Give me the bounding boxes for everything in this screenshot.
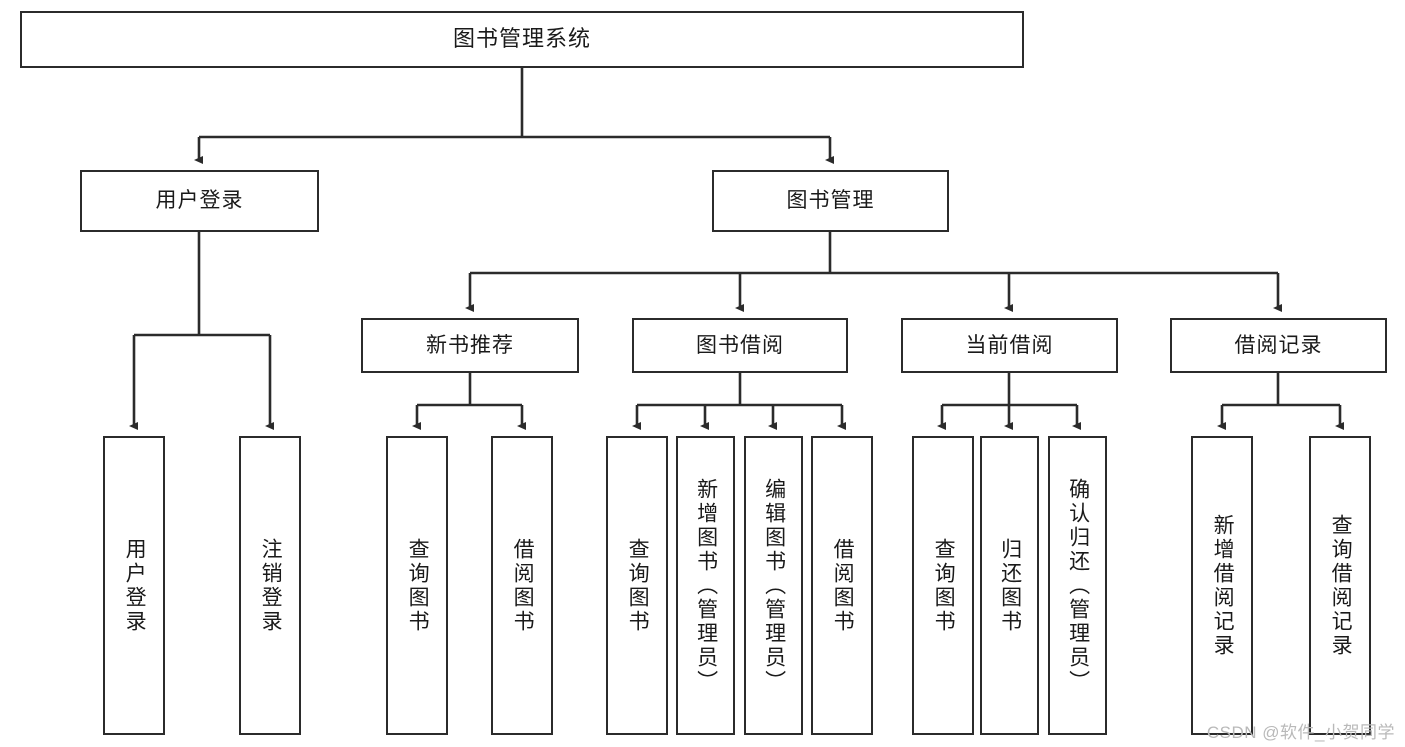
csdn-watermark: CSDN @软件_小贺同学: [1206, 723, 1395, 742]
node-current-borrow-label: 当前借阅: [965, 333, 1054, 357]
node-leaf-recommend-query-book[interactable]: 查询图书: [386, 436, 448, 735]
node-book-management-label: 图书管理: [786, 189, 875, 213]
node-user-login-label: 用户登录: [155, 189, 244, 213]
node-leaf-recommend-borrow-book-label: 借阅图书: [511, 537, 535, 634]
node-new-book-recommend-label: 新书推荐: [426, 333, 514, 357]
node-current-borrow[interactable]: 当前借阅: [901, 318, 1118, 373]
node-root-label: 图书管理系统: [452, 26, 591, 52]
node-leaf-record-query-record-label: 查询借阅记录: [1329, 513, 1353, 658]
node-leaf-user-login-label: 用户登录: [123, 537, 147, 634]
node-leaf-current-confirm-return-admin-label: 确认归还（管理员）: [1066, 477, 1090, 694]
node-leaf-logout-label: 注销登录: [259, 537, 283, 634]
node-leaf-current-query-book-label: 查询图书: [932, 537, 956, 634]
node-leaf-borrow-add-book-admin[interactable]: 新增图书（管理员）: [676, 436, 735, 735]
node-leaf-borrow-edit-book-admin-label: 编辑图书（管理员）: [762, 477, 786, 694]
node-leaf-user-login[interactable]: 用户登录: [103, 436, 165, 735]
node-leaf-current-query-book[interactable]: 查询图书: [912, 436, 974, 735]
node-leaf-recommend-query-book-label: 查询图书: [406, 537, 430, 634]
node-root-book-management-system[interactable]: 图书管理系统: [20, 11, 1024, 68]
node-leaf-borrow-query-book[interactable]: 查询图书: [606, 436, 668, 735]
node-leaf-borrow-edit-book-admin[interactable]: 编辑图书（管理员）: [744, 436, 803, 735]
node-leaf-logout[interactable]: 注销登录: [239, 436, 301, 735]
node-leaf-record-query-record[interactable]: 查询借阅记录: [1309, 436, 1371, 735]
node-leaf-borrow-query-book-label: 查询图书: [626, 537, 650, 634]
node-leaf-borrow-borrow-book-label: 借阅图书: [831, 537, 855, 634]
node-leaf-current-return-book-label: 归还图书: [998, 537, 1022, 634]
node-leaf-current-return-book[interactable]: 归还图书: [980, 436, 1039, 735]
node-user-login[interactable]: 用户登录: [80, 170, 319, 232]
node-new-book-recommend[interactable]: 新书推荐: [361, 318, 579, 373]
node-leaf-record-add-record[interactable]: 新增借阅记录: [1191, 436, 1253, 735]
node-borrow-record[interactable]: 借阅记录: [1170, 318, 1387, 373]
node-leaf-record-add-record-label: 新增借阅记录: [1211, 513, 1235, 658]
node-book-borrow-label: 图书借阅: [696, 333, 784, 357]
node-book-management[interactable]: 图书管理: [712, 170, 949, 232]
node-leaf-borrow-add-book-admin-label: 新增图书（管理员）: [694, 477, 718, 694]
node-leaf-recommend-borrow-book[interactable]: 借阅图书: [491, 436, 553, 735]
node-book-borrow[interactable]: 图书借阅: [632, 318, 848, 373]
node-leaf-borrow-borrow-book[interactable]: 借阅图书: [811, 436, 873, 735]
node-borrow-record-label: 借阅记录: [1234, 333, 1323, 357]
node-leaf-current-confirm-return-admin[interactable]: 确认归还（管理员）: [1048, 436, 1107, 735]
